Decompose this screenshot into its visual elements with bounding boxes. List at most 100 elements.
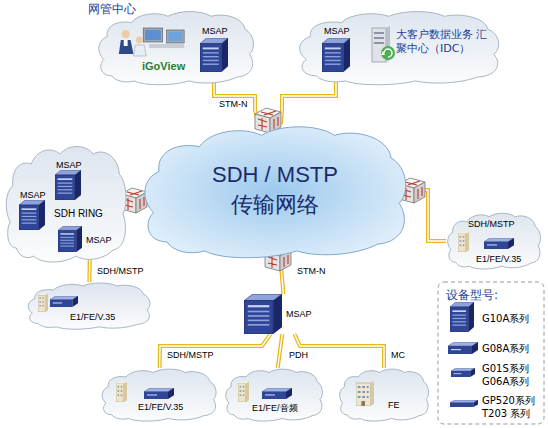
node-text: E1/FE/音频	[252, 402, 298, 415]
drawing-part	[452, 315, 466, 316]
access-cloud: SDH/MSTP E1/FE/V.35	[446, 212, 542, 270]
device-icon	[114, 26, 190, 58]
drawing-part	[278, 334, 283, 368]
node-text: MSAP	[20, 190, 46, 200]
drawing-part	[460, 240, 462, 242]
drawing-part	[203, 60, 219, 61]
drawing-part	[463, 244, 465, 246]
node-text: SDH / MSTP	[140, 162, 410, 188]
drawing-part	[452, 321, 466, 322]
drawing-part	[116, 383, 124, 402]
drawing-part	[42, 297, 43, 299]
legend-icon	[448, 342, 478, 354]
network-cloud: 大客户数据业务 汇聚中心（IDC）MSAP	[296, 10, 502, 86]
msap-device: MSAP	[196, 26, 232, 72]
drawing-part	[244, 301, 273, 334]
drawing-part	[487, 244, 497, 245]
drawing-part	[39, 301, 40, 303]
drawing-part	[22, 208, 37, 210]
link-line	[160, 334, 271, 368]
drawing-part	[45, 294, 48, 312]
drawing-part	[42, 301, 43, 303]
drawing-part	[367, 386, 369, 388]
link-label: MC	[390, 350, 406, 360]
drawing-part	[358, 386, 361, 388]
network-cloud: 网管中心iGoViewMSAP	[96, 10, 256, 86]
drawing-part	[362, 396, 365, 398]
msap-device: MSAP	[56, 226, 124, 254]
drawing-part	[450, 307, 468, 332]
legend-text: G08A系列	[482, 342, 540, 355]
device-icon	[244, 294, 282, 334]
link-label: SDH/MSTP	[166, 350, 215, 360]
drawing-part	[450, 400, 478, 403]
drawing-part	[167, 30, 185, 43]
device-icon	[238, 380, 249, 402]
drawing-part	[468, 302, 474, 332]
drawing-part	[22, 216, 37, 217]
device-icon	[58, 226, 82, 252]
node-text: E1/FE/V.35	[476, 254, 521, 264]
device-icon	[322, 38, 350, 72]
drawing-part	[58, 186, 73, 187]
ring-cloud: SDH RINGMSAPMSAPMSAP	[4, 144, 128, 264]
legend-text: G01S系列 G06A系列	[482, 362, 540, 388]
drawing-part	[143, 28, 162, 42]
node-text: MSAP	[286, 309, 312, 319]
drawing-part	[203, 47, 219, 49]
node-text: E1/FE/V.35	[138, 402, 183, 412]
transport-network-cloud: SDH / MSTP传输网络	[140, 124, 410, 260]
node-text: MSAP	[324, 26, 350, 36]
node-text: E1/FE/V.35	[70, 312, 115, 322]
drawing-part	[484, 242, 508, 249]
drawing-part	[121, 386, 123, 388]
drawing-part	[147, 394, 157, 395]
drawing-part	[124, 40, 128, 46]
drawing-part	[367, 391, 369, 393]
drawing-part	[325, 47, 341, 49]
drawing-part	[42, 305, 43, 307]
drawing-part	[286, 388, 292, 399]
drawing-part	[60, 240, 74, 241]
drawing-part	[60, 237, 74, 238]
drawing-part	[243, 386, 245, 388]
drawing-part	[149, 44, 184, 48]
drawing-part	[508, 238, 514, 249]
drawing-part	[458, 233, 466, 252]
drawing-part	[240, 390, 242, 392]
drawing-part	[221, 38, 228, 72]
drawing-part	[374, 32, 384, 34]
node-text: MSAP	[56, 160, 82, 170]
drawing-part	[22, 219, 37, 220]
drawing-part	[374, 37, 384, 39]
drawing-part	[451, 371, 470, 377]
drawing-part	[38, 294, 48, 296]
drawing-part	[28, 283, 150, 329]
drawing-part	[203, 64, 219, 65]
node-text: MSAP	[86, 235, 112, 245]
annotation-label: 设备型号:	[446, 287, 498, 304]
drawing-part	[325, 56, 341, 57]
drawing-part	[362, 391, 365, 393]
drawing-part	[60, 246, 74, 247]
drawing-part	[168, 388, 174, 399]
drawing-part	[22, 223, 37, 224]
drawing-part	[452, 325, 466, 326]
legend-text: GP520系列 T203 系列	[482, 394, 540, 420]
device-icon	[55, 170, 81, 200]
drawing-part	[118, 390, 120, 392]
access-cloud: FE	[338, 368, 430, 422]
drawing-part	[356, 383, 370, 406]
drawing-part	[60, 243, 74, 244]
drawing-part	[265, 394, 275, 395]
node-text: MSAP	[202, 26, 228, 36]
drawing-part	[238, 383, 246, 402]
link-label: SDH/MSTP	[96, 266, 145, 276]
drawing-part	[470, 368, 475, 377]
drawing-part	[55, 175, 75, 200]
node-text: SDH/MSTP	[468, 219, 515, 229]
node-text: 传输网络	[140, 190, 410, 220]
device-icon	[458, 230, 469, 252]
drawing-part	[374, 42, 384, 44]
